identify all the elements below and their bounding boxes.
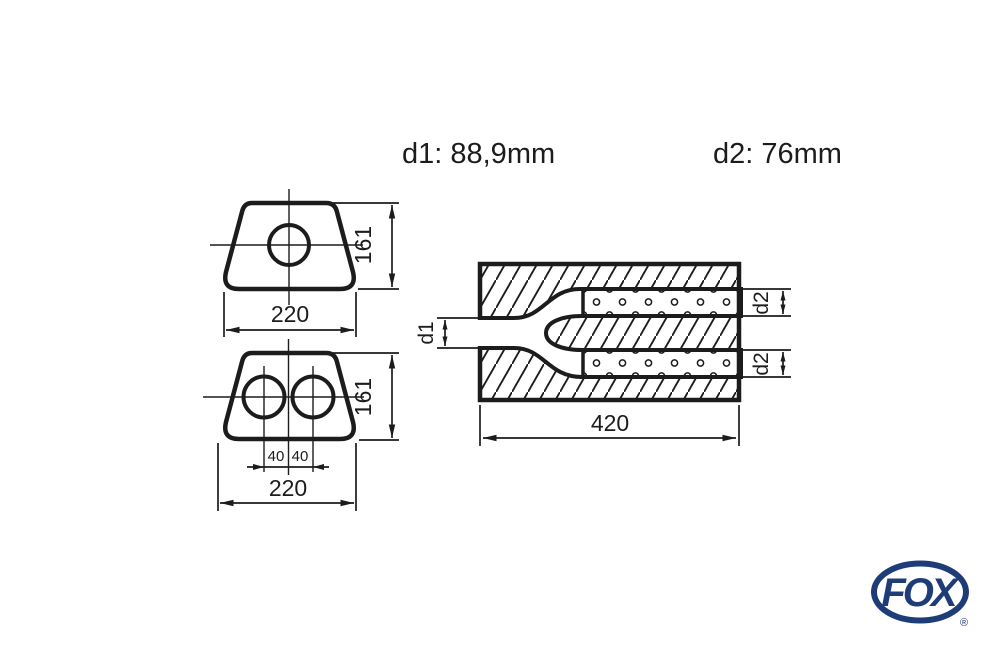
spacing-dimension: 40 40 (247, 448, 329, 470)
width-dimension-label: 220 (271, 301, 309, 327)
height-dimension (333, 352, 399, 441)
length-dimension (479, 405, 740, 446)
outlet-top-dimension-label: d2 (750, 291, 773, 314)
dimension-arrow (313, 464, 324, 470)
section-view: d1 d2 d2 420 (415, 261, 791, 446)
height-dimension-label: 161 (350, 226, 376, 264)
spacing-right-label: 40 (292, 448, 309, 465)
perforation-top-pipe (583, 288, 739, 318)
outlet-bottom-dimension-label: d2 (750, 352, 773, 375)
spacing-left-label: 40 (268, 448, 285, 465)
inlet-dimension-label: d1 (415, 321, 438, 344)
outlet-bottom-dimension (741, 349, 791, 378)
single-outlet-view: 161 220 (210, 189, 399, 337)
height-dimension-label: 161 (350, 378, 376, 416)
housing-border (477, 261, 742, 403)
width-dimension-label: 220 (269, 475, 307, 501)
dual-outlet-view: 40 40 161 220 (203, 339, 399, 511)
fox-logo: FOX ® (871, 560, 969, 629)
width-dimension (217, 443, 357, 511)
height-dimension (333, 202, 399, 290)
fox-logo-registered-mark: ® (960, 617, 968, 629)
fox-logo-ellipse (871, 560, 969, 624)
y-pipe-walls (478, 287, 743, 379)
perforation-bottom-pipe (583, 349, 739, 379)
outlet-diameter-label: d2: 76mm (713, 138, 842, 170)
width-dimension (223, 292, 357, 337)
inlet-dimension (437, 317, 482, 349)
outlet-top-dimension (741, 288, 791, 317)
fox-logo-text: FOX (881, 571, 960, 615)
header-labels: d1: 88,9mm d2: 76mm (402, 138, 842, 170)
inlet-diameter-label: d1: 88,9mm (402, 138, 555, 170)
dimension-arrow (253, 464, 264, 470)
length-dimension-label: 420 (591, 410, 629, 436)
